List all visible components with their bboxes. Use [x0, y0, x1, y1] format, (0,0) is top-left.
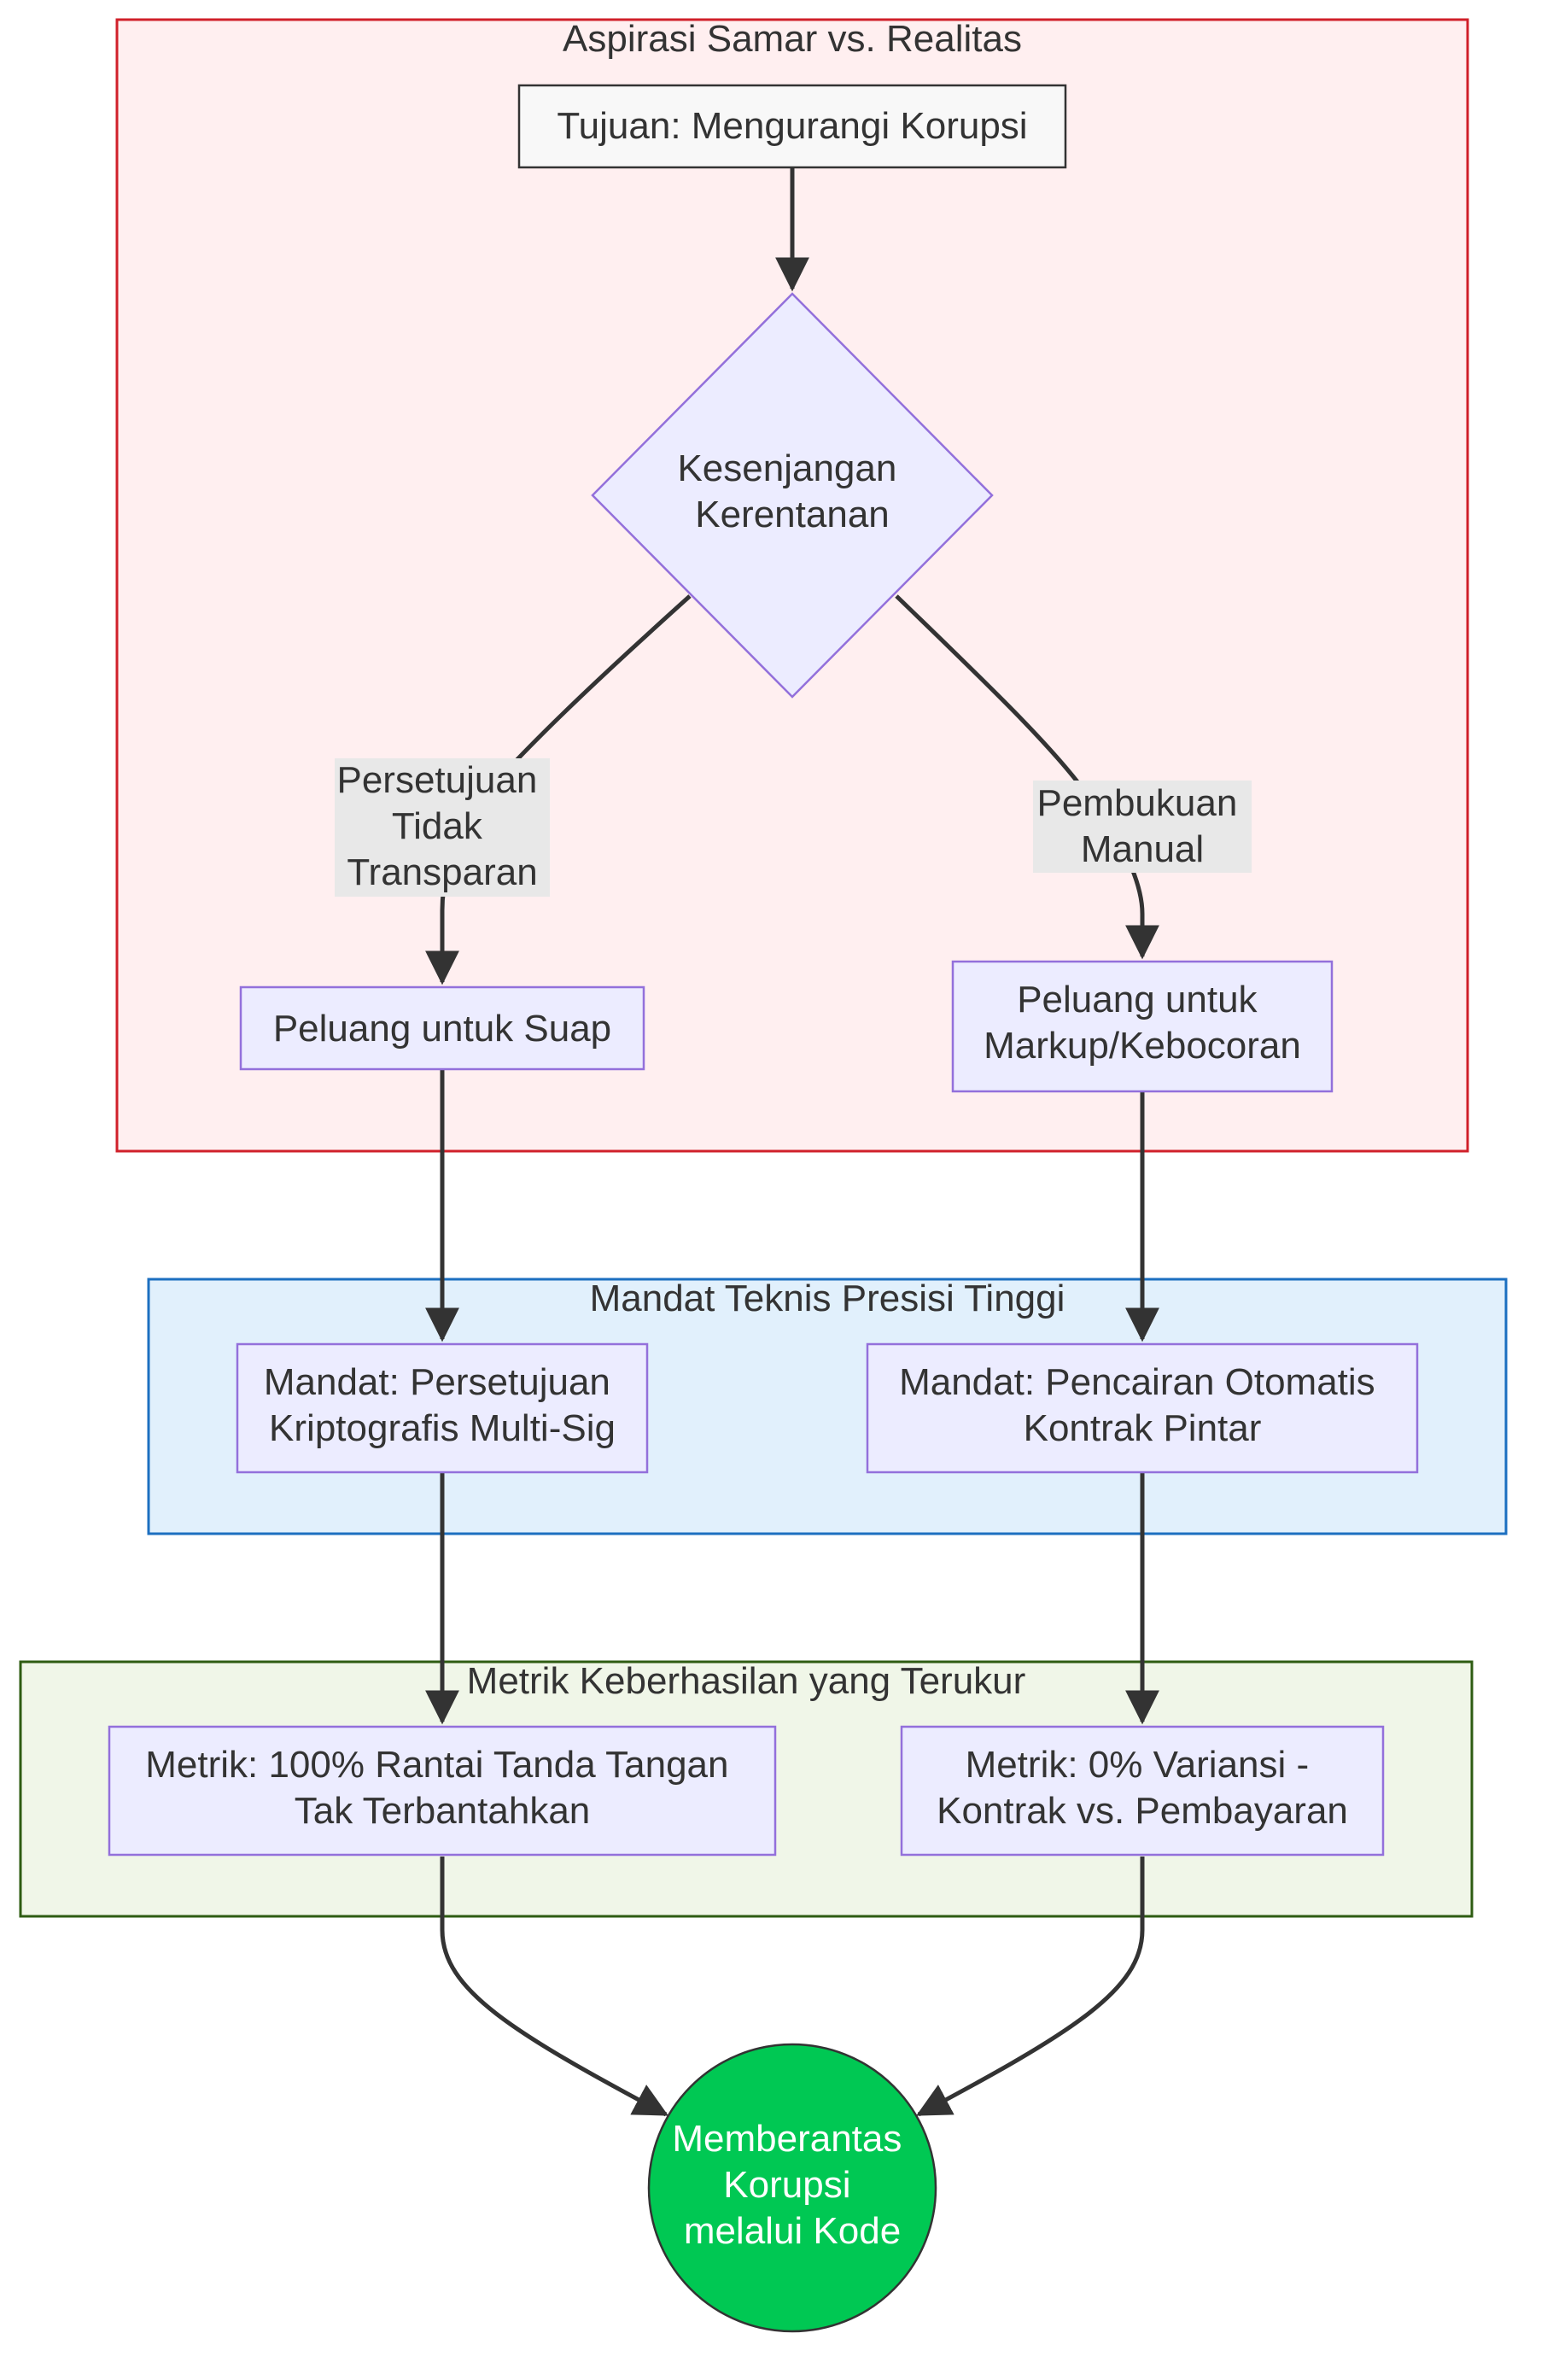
node-suap-box [239, 985, 645, 1071]
node-pencairan-label: Mandat: Pencairan Otomatis Kontrak Pinta… [899, 1361, 1386, 1449]
node-multisig-label: Mandat: Persetujuan Kriptografis Multi-S… [264, 1361, 621, 1449]
node-markup-box [951, 960, 1334, 1093]
node-pencairan-box [866, 1342, 1419, 1474]
node-pencairan: Mandat: Pencairan Otomatis Kontrak Pinta… [866, 1342, 1419, 1474]
node-berantas-label: Memberantas Korupsi melalui Kode [672, 2118, 912, 2252]
node-markup-label: Peluang untuk Markup/Kebocoran [984, 979, 1301, 1067]
node-tujuan-box [517, 84, 1067, 169]
node-berantas: Memberantas Korupsi melalui Kode [647, 2043, 937, 2333]
node-rantai: Metrik: 100% Rantai Tanda Tangan Tak Ter… [108, 1725, 777, 1857]
edge-label-pembukuan-bg [1033, 781, 1252, 873]
group-mandat-title: Mandat Teknis Presisi Tinggi [590, 1278, 1065, 1319]
node-varians-box [900, 1725, 1385, 1857]
group-aspirasi-title: Aspirasi Samar vs. Realitas [563, 18, 1022, 60]
edge-label-persetujuan-text: Persetujuan Tidak Transparan [336, 759, 547, 893]
node-kesenjangan: Kesenjangan Kerentanan [591, 292, 994, 699]
node-tujuan-label: Tujuan: Mengurangi Korupsi [557, 105, 1027, 147]
edge-varians-berantas [916, 1857, 1145, 2117]
node-multisig-box [236, 1342, 649, 1474]
node-berantas-circle [647, 2043, 937, 2333]
node-kesenjangan-diamond [591, 292, 994, 699]
group-metrik-title: Metrik Keberhasilan yang Terukur [467, 1660, 1026, 1702]
edge-rantai-berantas [440, 1857, 668, 2117]
node-varians: Metrik: 0% Variansi - Kontrak vs. Pembay… [900, 1725, 1385, 1857]
node-varians-label: Metrik: 0% Variansi - Kontrak vs. Pembay… [937, 1744, 1348, 1832]
node-suap: Peluang untuk Suap [239, 985, 645, 1071]
node-rantai-label: Metrik: 100% Rantai Tanda Tangan Tak Ter… [145, 1744, 739, 1832]
node-markup: Peluang untuk Markup/Kebocoran [951, 960, 1334, 1093]
node-multisig: Mandat: Persetujuan Kriptografis Multi-S… [236, 1342, 649, 1474]
node-suap-label: Peluang untuk Suap [273, 1008, 611, 1050]
edge-label-persetujuan: Persetujuan Tidak Transparan [335, 758, 550, 897]
node-rantai-box [108, 1725, 777, 1857]
node-tujuan: Tujuan: Mengurangi Korupsi [517, 84, 1067, 169]
edge-label-pembukuan: Pembukuan Manual [1033, 781, 1252, 873]
edge-label-persetujuan-bg [335, 758, 550, 897]
edge-label-pembukuan-text: Pembukuan Manual [1036, 782, 1247, 870]
node-kesenjangan-label: Kesenjangan Kerentanan [677, 447, 907, 535]
